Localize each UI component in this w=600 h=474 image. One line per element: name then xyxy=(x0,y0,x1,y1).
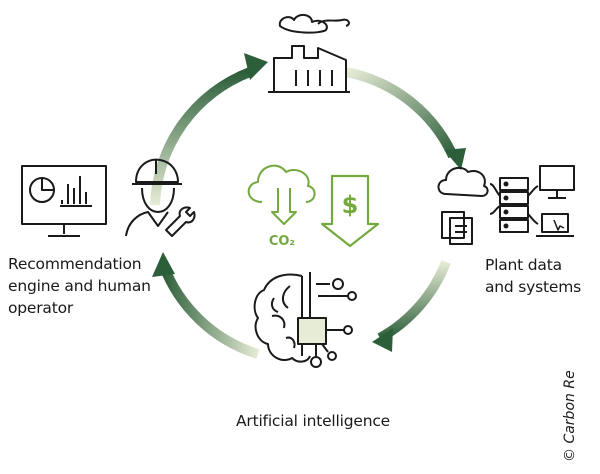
wrench-icon xyxy=(165,206,196,237)
co2-label: CO₂ xyxy=(269,234,295,249)
worker-hardhat-icon xyxy=(125,158,182,237)
cloud-download-co2-icon xyxy=(247,164,316,225)
server-icon xyxy=(499,177,529,233)
dollar-sign: $ xyxy=(342,191,359,219)
factory-icon xyxy=(268,14,350,93)
cycle-arrows xyxy=(150,67,458,359)
arc-factory-to-plant xyxy=(345,67,458,159)
recommendation-engine-label: Recommendation engine and human operator xyxy=(8,255,151,317)
dollar-down-arrow-icon xyxy=(320,174,380,248)
arrow-heads xyxy=(152,53,466,352)
cloud-icon xyxy=(437,166,489,197)
monitor-icon xyxy=(539,165,575,199)
document-icon xyxy=(441,211,473,245)
plant-systems-icons xyxy=(437,165,575,245)
arc-recommendation-to-factory xyxy=(150,67,252,206)
arrowhead-left xyxy=(152,252,175,277)
arrowhead-right xyxy=(444,148,466,170)
arc-ai-to-recommendation xyxy=(158,262,260,359)
plant-data-label: Plant data and systems xyxy=(485,256,581,296)
artificial-intelligence-label: Artificial intelligence xyxy=(236,412,391,430)
arrowhead-top xyxy=(244,53,268,80)
arc-plant-to-ai xyxy=(377,260,451,343)
arrowhead-bottom xyxy=(372,328,393,352)
dashboard-monitor-icon xyxy=(21,165,107,237)
brain-chip-icon xyxy=(253,272,357,368)
laptop-icon xyxy=(536,213,574,237)
copyright-credit: © Carbon Re xyxy=(562,370,578,462)
